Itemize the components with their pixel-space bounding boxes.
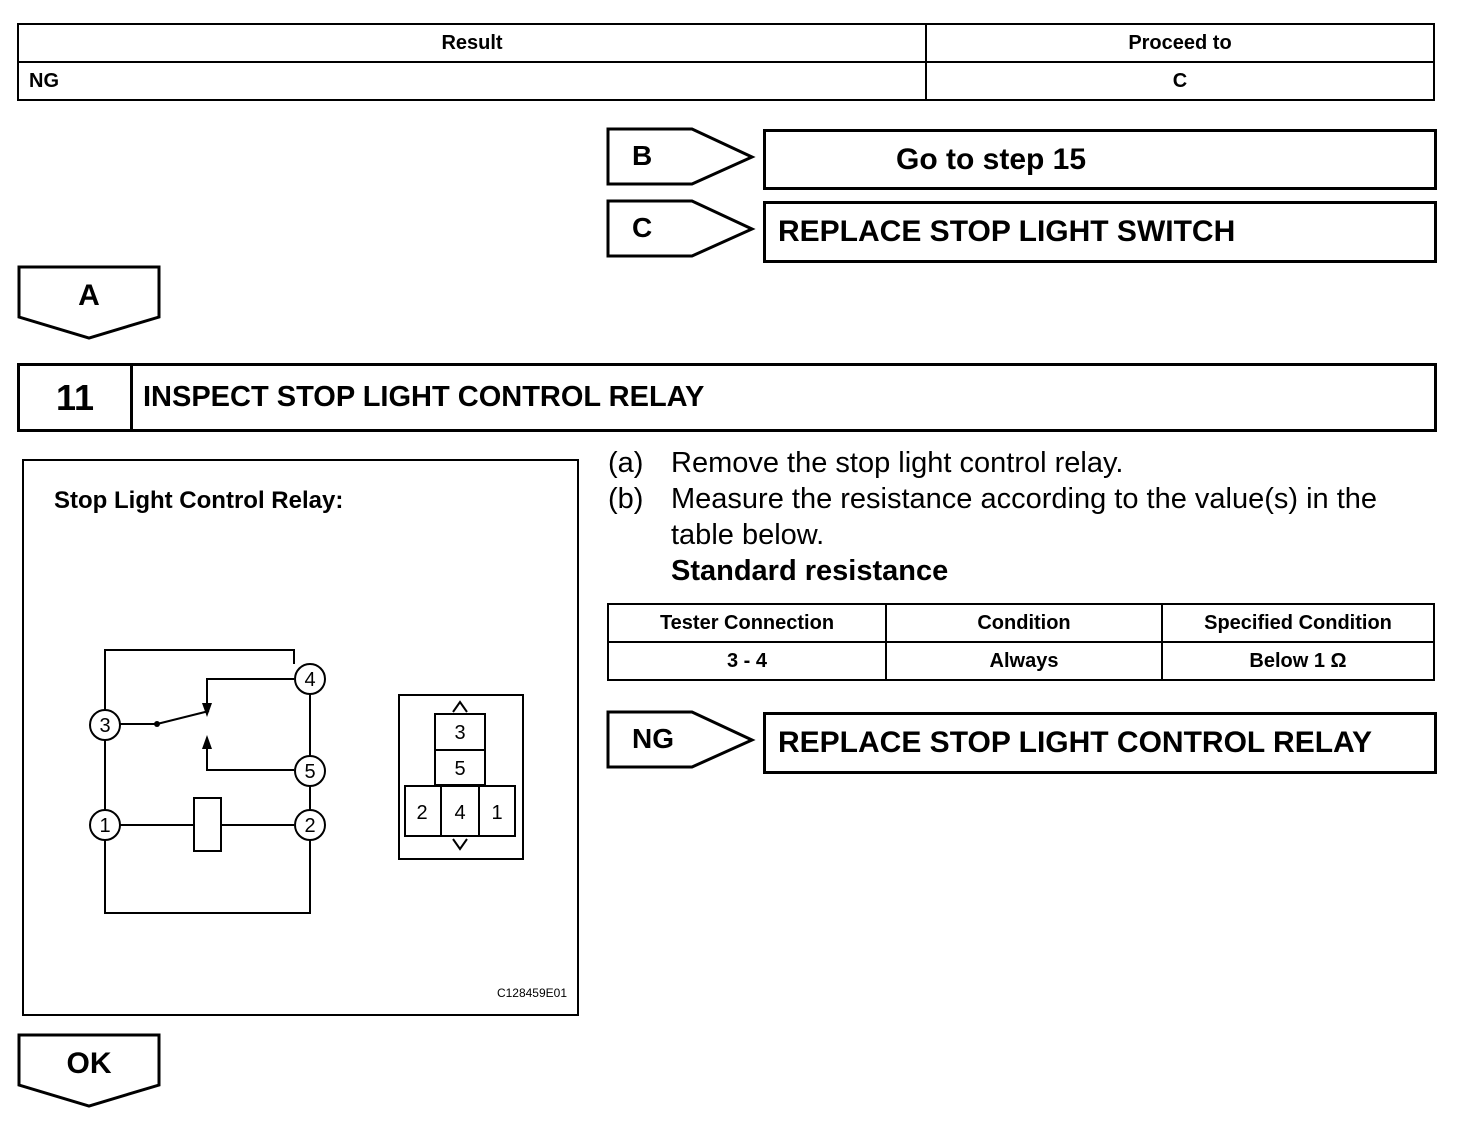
terminal-2-label: 2 — [304, 815, 315, 837]
connector-face — [398, 694, 524, 860]
switch-blade — [156, 710, 210, 725]
terminal-4 — [294, 663, 326, 695]
header-result: Result — [17, 23, 927, 63]
connector-pin-2: 2 — [416, 802, 427, 824]
wire-contact-5 — [206, 743, 294, 771]
connector-pin-3: 3 — [454, 722, 465, 744]
cell-result: NG — [17, 61, 927, 101]
spec-cell-specified: Below 1 Ω — [1161, 641, 1435, 681]
instruction-a-text: Remove the stop light control relay. — [671, 447, 1124, 479]
arrow-contact-5 — [202, 735, 212, 749]
terminal-1-label: 1 — [99, 815, 110, 837]
branch-b-action-label: Go to step 15 — [896, 142, 1087, 176]
spec-table: Tester Connection Condition Specified Co… — [607, 603, 1435, 681]
switch-pivot — [154, 721, 160, 727]
next-ok-chevron[interactable] — [17, 1033, 163, 1109]
branch-b-action[interactable]: Go to step 15 — [763, 129, 1437, 190]
terminal-3 — [89, 709, 121, 741]
instruction-a: (a) Remove the stop light control relay. — [608, 445, 1438, 481]
instruction-b: (b) Measure the resistance according to … — [608, 481, 1438, 553]
terminal-5-label: 5 — [304, 761, 315, 783]
step-number: 11 — [20, 366, 133, 429]
standard-heading: Standard resistance — [671, 555, 949, 587]
relay-coil — [193, 797, 222, 852]
figure-title: Stop Light Control Relay: — [54, 487, 344, 514]
next-a-label: A — [78, 279, 100, 312]
branch-c-arrow — [606, 199, 756, 258]
terminal-2 — [294, 809, 326, 841]
ng-branch-action-label: REPLACE STOP LIGHT CONTROL RELAY — [778, 726, 1372, 759]
spec-cell-tester: 3 - 4 — [607, 641, 887, 681]
terminal-1 — [89, 809, 121, 841]
wire-bottom — [104, 840, 311, 914]
connector-pin-5: 5 — [454, 758, 465, 780]
branch-c-action-label: REPLACE STOP LIGHT SWITCH — [778, 215, 1236, 248]
branch-c-tag: C — [632, 212, 653, 243]
wire-top — [104, 649, 295, 710]
terminal-3-label: 3 — [99, 715, 110, 737]
table-header-row: Result Proceed to — [17, 23, 1435, 63]
relay-schematic: 3 4 5 1 2 3 5 2 4 1 — [89, 649, 524, 914]
next-ok-label: OK — [66, 1047, 112, 1080]
ng-branch-arrow — [606, 710, 756, 769]
spec-header-row: Tester Connection Condition Specified Co… — [607, 603, 1435, 643]
wire-contact-4 — [206, 678, 294, 709]
spec-header-tester: Tester Connection — [607, 603, 887, 643]
spec-header-condition: Condition — [885, 603, 1163, 643]
connector-pin-1: 1 — [491, 802, 502, 824]
header-proceed-to: Proceed to — [925, 23, 1435, 63]
figure-code: C128459E01 — [496, 986, 567, 1000]
instruction-b-text-2: table below. — [671, 519, 825, 551]
connector-pin-4: 4 — [454, 802, 465, 824]
result-table: Result Proceed to NG C — [17, 23, 1435, 101]
terminal-4-label: 4 — [304, 669, 315, 691]
spec-header-specified: Specified Condition — [1161, 603, 1435, 643]
instruction-b-label: (b) — [608, 483, 644, 515]
branch-c-action[interactable]: REPLACE STOP LIGHT SWITCH — [763, 201, 1437, 263]
table-row: 3 - 4 Always Below 1 Ω — [607, 641, 1435, 681]
instruction-b-text-1: Measure the resistance according to the … — [671, 483, 1378, 515]
spec-cell-condition: Always — [885, 641, 1163, 681]
step-header: 11 INSPECT STOP LIGHT CONTROL RELAY — [17, 363, 1437, 432]
step-title: INSPECT STOP LIGHT CONTROL RELAY — [143, 381, 705, 413]
next-a-chevron[interactable] — [17, 265, 163, 341]
relay-figure: Stop Light Control Relay: 3 4 — [22, 459, 579, 1016]
ng-branch-action[interactable]: REPLACE STOP LIGHT CONTROL RELAY — [763, 712, 1437, 774]
cell-proceed-to: C — [925, 61, 1435, 101]
arrow-contact-4 — [202, 703, 212, 717]
branch-b-tag: B — [632, 140, 653, 171]
terminal-5 — [294, 755, 326, 787]
branch-b-arrow — [606, 127, 756, 186]
ng-branch-tag: NG — [632, 723, 674, 754]
table-row: NG C — [17, 61, 1435, 101]
instruction-a-label: (a) — [608, 447, 644, 479]
